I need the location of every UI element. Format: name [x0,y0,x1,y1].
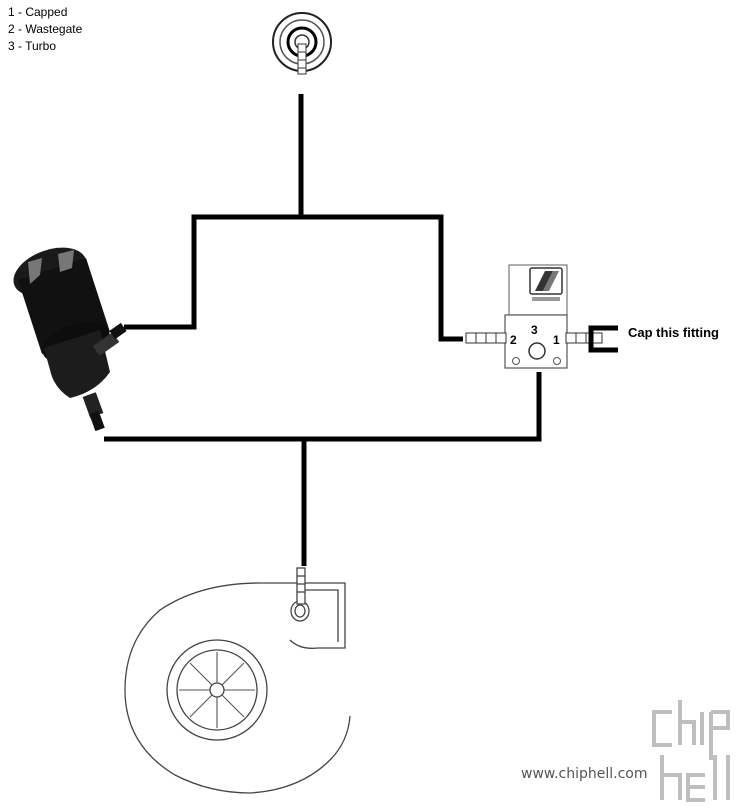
port-1-label: 1 [553,333,560,347]
valve-icon [13,247,127,432]
legend-item-capped: 1 - Capped [8,5,68,19]
turbo-icon [124,567,351,794]
solenoid-icon: 3 2 1 [465,264,603,369]
chiphell-logo [652,700,730,802]
port-3-label: 3 [531,323,538,337]
hose-upper-loop [124,214,463,342]
hose-lines [104,94,542,566]
port-1-barb [565,332,603,344]
legend: 1 - Capped 2 - Wastegate 3 - Turbo [8,4,82,55]
legend-item-turbo: 3 - Turbo [8,39,57,53]
port-2-label: 2 [510,333,517,347]
cap-fitting-note: Cap this fitting [628,325,719,340]
watermark-url: www.chiphell.com [521,766,648,782]
hose-lower-loop [104,372,542,442]
fitting-cap-icon [588,325,618,353]
legend-item-wastegate: 2 - Wastegate [8,22,83,36]
vacuum-fitting-icon [272,12,332,75]
